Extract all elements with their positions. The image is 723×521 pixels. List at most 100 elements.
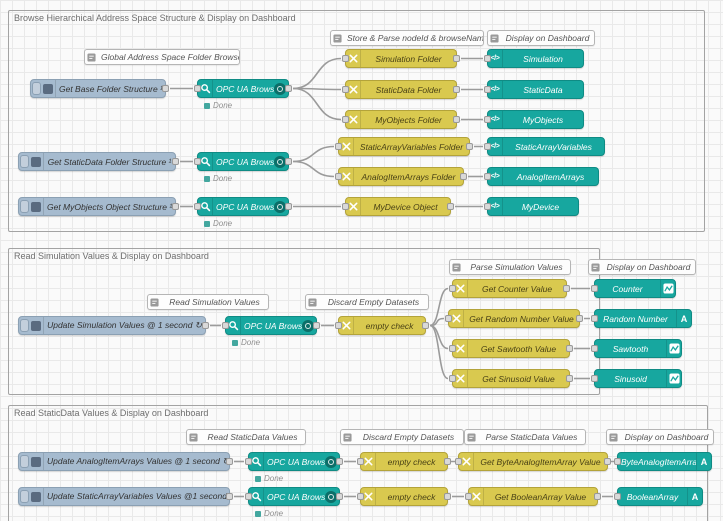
function-node[interactable]: empty check	[357, 452, 451, 471]
output-port[interactable]	[422, 322, 429, 329]
function-node[interactable]: Get Random Number Value	[445, 309, 583, 328]
output-port[interactable]	[226, 458, 233, 465]
input-port[interactable]	[445, 315, 452, 322]
output-port[interactable]	[566, 375, 573, 382]
inject-button[interactable]	[20, 319, 29, 332]
dashboard-display-node[interactable]: </>AnalogItemArrays	[484, 167, 599, 186]
comment-node[interactable]: Discard Empty Datasets	[340, 429, 464, 445]
output-port[interactable]	[226, 493, 233, 500]
output-port[interactable]	[453, 86, 460, 93]
input-port[interactable]	[484, 173, 491, 180]
input-port[interactable]	[335, 143, 342, 150]
input-port[interactable]	[245, 458, 252, 465]
input-port[interactable]	[342, 55, 349, 62]
wire[interactable]	[429, 287, 449, 327]
output-port[interactable]	[576, 315, 583, 322]
output-port[interactable]	[313, 322, 320, 329]
inject-button[interactable]	[32, 82, 41, 95]
output-port[interactable]	[594, 493, 601, 500]
output-port[interactable]	[172, 203, 179, 210]
input-port[interactable]	[342, 116, 349, 123]
inject-node[interactable]: Get StaticData Folder Structure ¹	[18, 152, 179, 171]
input-port[interactable]	[484, 55, 491, 62]
output-port[interactable]	[285, 85, 292, 92]
wire[interactable]	[292, 57, 342, 90]
function-node[interactable]: MyObjects Folder	[342, 110, 460, 129]
wire[interactable]	[292, 160, 335, 178]
input-port[interactable]	[484, 143, 491, 150]
function-node[interactable]: MyDevice Object	[342, 197, 454, 216]
output-port[interactable]	[453, 55, 460, 62]
comment-node[interactable]: Global Address Space Folder Browse	[84, 49, 240, 65]
inject-node[interactable]: Update StaticArrayVariables Values @1 se…	[18, 487, 233, 506]
inject-node[interactable]: Update Simulation Values @ 1 second ↻	[18, 316, 209, 335]
input-port[interactable]	[484, 86, 491, 93]
output-port[interactable]	[447, 203, 454, 210]
comment-node[interactable]: Read StaticData Values	[186, 429, 306, 445]
output-port[interactable]	[566, 345, 573, 352]
input-port[interactable]	[342, 86, 349, 93]
input-port[interactable]	[591, 285, 598, 292]
input-port[interactable]	[357, 493, 364, 500]
inject-button[interactable]	[20, 490, 29, 503]
input-port[interactable]	[194, 85, 201, 92]
function-node[interactable]: AnalogItemArrays Folder	[335, 167, 467, 186]
dashboard-display-node[interactable]: </>MyObjects	[484, 110, 584, 129]
function-node[interactable]: StaticData Folder	[342, 80, 460, 99]
comment-node[interactable]: Read Simulation Values	[147, 294, 269, 310]
input-port[interactable]	[465, 493, 472, 500]
output-port[interactable]	[162, 85, 169, 92]
function-node[interactable]: StaticArrayVariables Folder	[335, 137, 473, 156]
dashboard-display-node[interactable]: Counter	[591, 279, 676, 298]
dashboard-display-node[interactable]: </>MyDevice	[484, 197, 579, 216]
input-port[interactable]	[591, 375, 598, 382]
input-port[interactable]	[335, 322, 342, 329]
output-port[interactable]	[285, 158, 292, 165]
input-port[interactable]	[449, 285, 456, 292]
input-port[interactable]	[614, 458, 621, 465]
output-port[interactable]	[444, 458, 451, 465]
output-port[interactable]	[336, 493, 343, 500]
inject-node[interactable]: Update AnalogItemArrays Values @ 1 secon…	[18, 452, 233, 471]
dashboard-display-node[interactable]: </>Simulation	[484, 49, 584, 68]
comment-node[interactable]: Display on Dashboard	[588, 259, 696, 275]
output-port[interactable]	[336, 458, 343, 465]
output-port[interactable]	[202, 322, 209, 329]
output-port[interactable]	[453, 116, 460, 123]
input-port[interactable]	[484, 116, 491, 123]
input-port[interactable]	[455, 458, 462, 465]
output-port[interactable]	[285, 203, 292, 210]
input-port[interactable]	[342, 203, 349, 210]
function-node[interactable]: Get ByteAnalogItemArray Value	[455, 452, 611, 471]
inject-node[interactable]: Get MyObjects Object Structure ¹	[18, 197, 179, 216]
comment-node[interactable]: Display on Dashboard	[487, 30, 595, 46]
inject-button[interactable]	[20, 455, 29, 468]
dashboard-display-node[interactable]: </>StaticData	[484, 80, 584, 99]
function-node[interactable]: Get Counter Value	[449, 279, 570, 298]
output-port[interactable]	[172, 158, 179, 165]
output-port[interactable]	[604, 458, 611, 465]
input-port[interactable]	[222, 322, 229, 329]
output-port[interactable]	[466, 143, 473, 150]
input-port[interactable]	[449, 345, 456, 352]
input-port[interactable]	[194, 203, 201, 210]
dashboard-display-node[interactable]: Sawtooth	[591, 339, 682, 358]
input-port[interactable]	[591, 315, 598, 322]
comment-node[interactable]: Parse Simulation Values	[449, 259, 571, 275]
function-node[interactable]: Get Sawtooth Value	[449, 339, 573, 358]
comment-node[interactable]: Store & Parse nodeId & browseName	[330, 30, 484, 46]
input-port[interactable]	[591, 345, 598, 352]
dashboard-display-node[interactable]: Sinusoid	[591, 369, 682, 388]
output-port[interactable]	[444, 493, 451, 500]
input-port[interactable]	[194, 158, 201, 165]
input-port[interactable]	[357, 458, 364, 465]
